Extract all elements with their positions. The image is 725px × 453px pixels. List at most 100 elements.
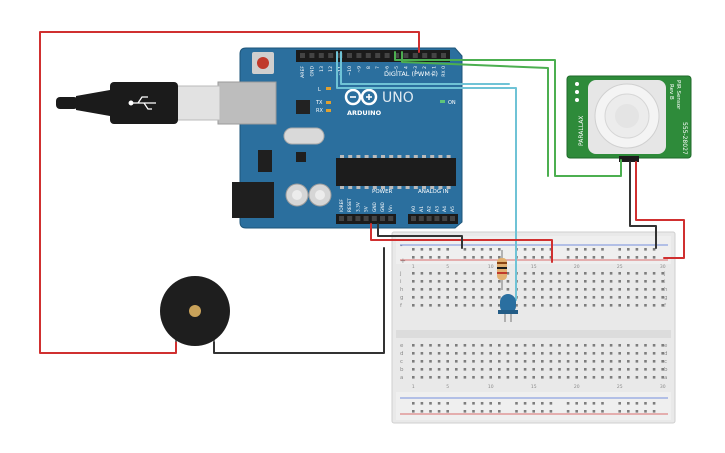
parallax-label: PARALLAX: [578, 116, 585, 146]
breadboard-row-letter: g: [400, 295, 404, 301]
analog-pin[interactable]: [426, 216, 432, 221]
breadboard-row-letter: d: [400, 351, 404, 357]
header-pin[interactable]: [403, 53, 409, 58]
power-pin-label: IOREF: [339, 199, 345, 212]
analog-pin-label: A0: [411, 206, 417, 212]
power-pin-label: Vin: [388, 205, 394, 212]
digital-pin-label: 2: [422, 66, 428, 69]
digital-pin-label: GND: [309, 66, 315, 77]
analog-pin-label: A5: [450, 206, 456, 212]
power-pin-label: RESET: [347, 198, 353, 212]
breadboard-row-letter: h: [664, 287, 668, 293]
header-pin[interactable]: [328, 53, 334, 58]
led-l-label: L: [318, 87, 321, 93]
digital-pin-label: RX 0: [441, 66, 447, 77]
power-pin[interactable]: [380, 216, 385, 221]
breadboard-row-letter: e: [664, 343, 668, 349]
breadboard-row-letter: b: [400, 367, 404, 373]
power-pin[interactable]: [388, 216, 394, 221]
breadboard-row-letter: f: [400, 303, 403, 309]
usb-icon: [128, 96, 156, 110]
header-pin[interactable]: [347, 53, 352, 58]
header-pin[interactable]: [422, 53, 428, 58]
breadboard-row-letter: a: [400, 375, 403, 381]
breadboard-row-letter: f: [664, 303, 667, 309]
breadboard-row-letter: j: [663, 271, 666, 277]
analog-pin[interactable]: [418, 216, 424, 221]
board-name: UNO: [382, 90, 414, 106]
wire-black-buzzer: [213, 247, 385, 354]
header-pin[interactable]: [318, 53, 324, 58]
digital-pin-label: ~5: [394, 66, 400, 73]
digital-pin-label: 8: [366, 66, 372, 69]
wire-blue-led: [336, 51, 517, 301]
analog-pin[interactable]: [450, 216, 455, 221]
header-pin[interactable]: [309, 53, 315, 58]
wire-red-buzzer: [39, 31, 420, 354]
analog-pin-label: A4: [442, 206, 448, 212]
digital-pin-label: 12: [328, 66, 334, 72]
digital-pin-label: TX 1: [432, 66, 438, 77]
breadboard-row-letter: j: [399, 271, 402, 277]
analog-pin-label: A1: [419, 206, 425, 212]
tx-label: TX: [315, 100, 323, 106]
header-pin[interactable]: [412, 53, 418, 58]
power-pin[interactable]: [339, 216, 344, 221]
digital-pin-label: ~10: [347, 66, 353, 76]
breadboard-row-letter: e: [400, 343, 404, 349]
sensor-header: [619, 156, 639, 162]
piezo-buzzer: [160, 276, 230, 346]
wire-green-signal: [394, 51, 622, 177]
power-pin[interactable]: [363, 216, 369, 221]
sensor-name: PIR Sensor: [675, 80, 681, 110]
wires: [39, 31, 685, 354]
arduino-logo: [344, 88, 378, 106]
analog-pin[interactable]: [411, 216, 416, 221]
header-pin[interactable]: [394, 53, 399, 58]
power-pin-label: 5V: [364, 206, 370, 212]
breadboard-col-number: 1: [412, 384, 415, 390]
header-pin[interactable]: [375, 53, 381, 58]
wire-red-pir: [635, 161, 685, 259]
breadboard-col-number: 10: [488, 264, 494, 270]
breadboard-row-letter: g: [664, 295, 668, 301]
header-pin[interactable]: [356, 53, 362, 58]
led: [498, 294, 518, 322]
breadboard-col-number: 20: [574, 384, 580, 390]
power-pin[interactable]: [355, 216, 361, 221]
header-pin[interactable]: [431, 53, 437, 58]
breadboard-col-number: 15: [531, 264, 537, 270]
digital-pin-label: ~9: [356, 66, 362, 73]
wire-green-top: [401, 51, 549, 177]
breadboard-row-letter: a: [664, 375, 667, 381]
wire-black-gnd: [377, 223, 463, 249]
breadboard-col-number: 1: [412, 264, 415, 270]
analog-pin[interactable]: [434, 216, 440, 221]
power-pin-label: GND: [372, 201, 378, 212]
rail-minus-label: -: [400, 242, 403, 250]
breadboard-row-letter: h: [400, 287, 404, 293]
power-pin[interactable]: [347, 216, 353, 221]
sensor-revision: Rev B: [668, 84, 674, 100]
board-brand: ARDUINO: [347, 109, 382, 117]
breadboard-holes: [412, 248, 664, 413]
power-pin[interactable]: [371, 216, 377, 221]
analog-pin-label: A2: [427, 206, 433, 212]
digital-pin-label: ~6: [385, 66, 391, 73]
header-pin[interactable]: [384, 53, 390, 58]
usb-port: [217, 81, 277, 125]
header-pin[interactable]: [441, 53, 446, 58]
analog-header: [408, 214, 458, 224]
header-pin[interactable]: [365, 53, 371, 58]
breadboard-row-letter: c: [664, 359, 667, 365]
analog-pin[interactable]: [442, 216, 448, 221]
breadboard-row-letter: d: [664, 351, 668, 357]
header-pin[interactable]: [300, 53, 305, 58]
digital-pin-label: AREF: [300, 66, 306, 78]
breadboard-row-letter: b: [664, 367, 668, 373]
atmega-chip: [336, 158, 456, 186]
breadboard-col-number: 15: [531, 384, 537, 390]
